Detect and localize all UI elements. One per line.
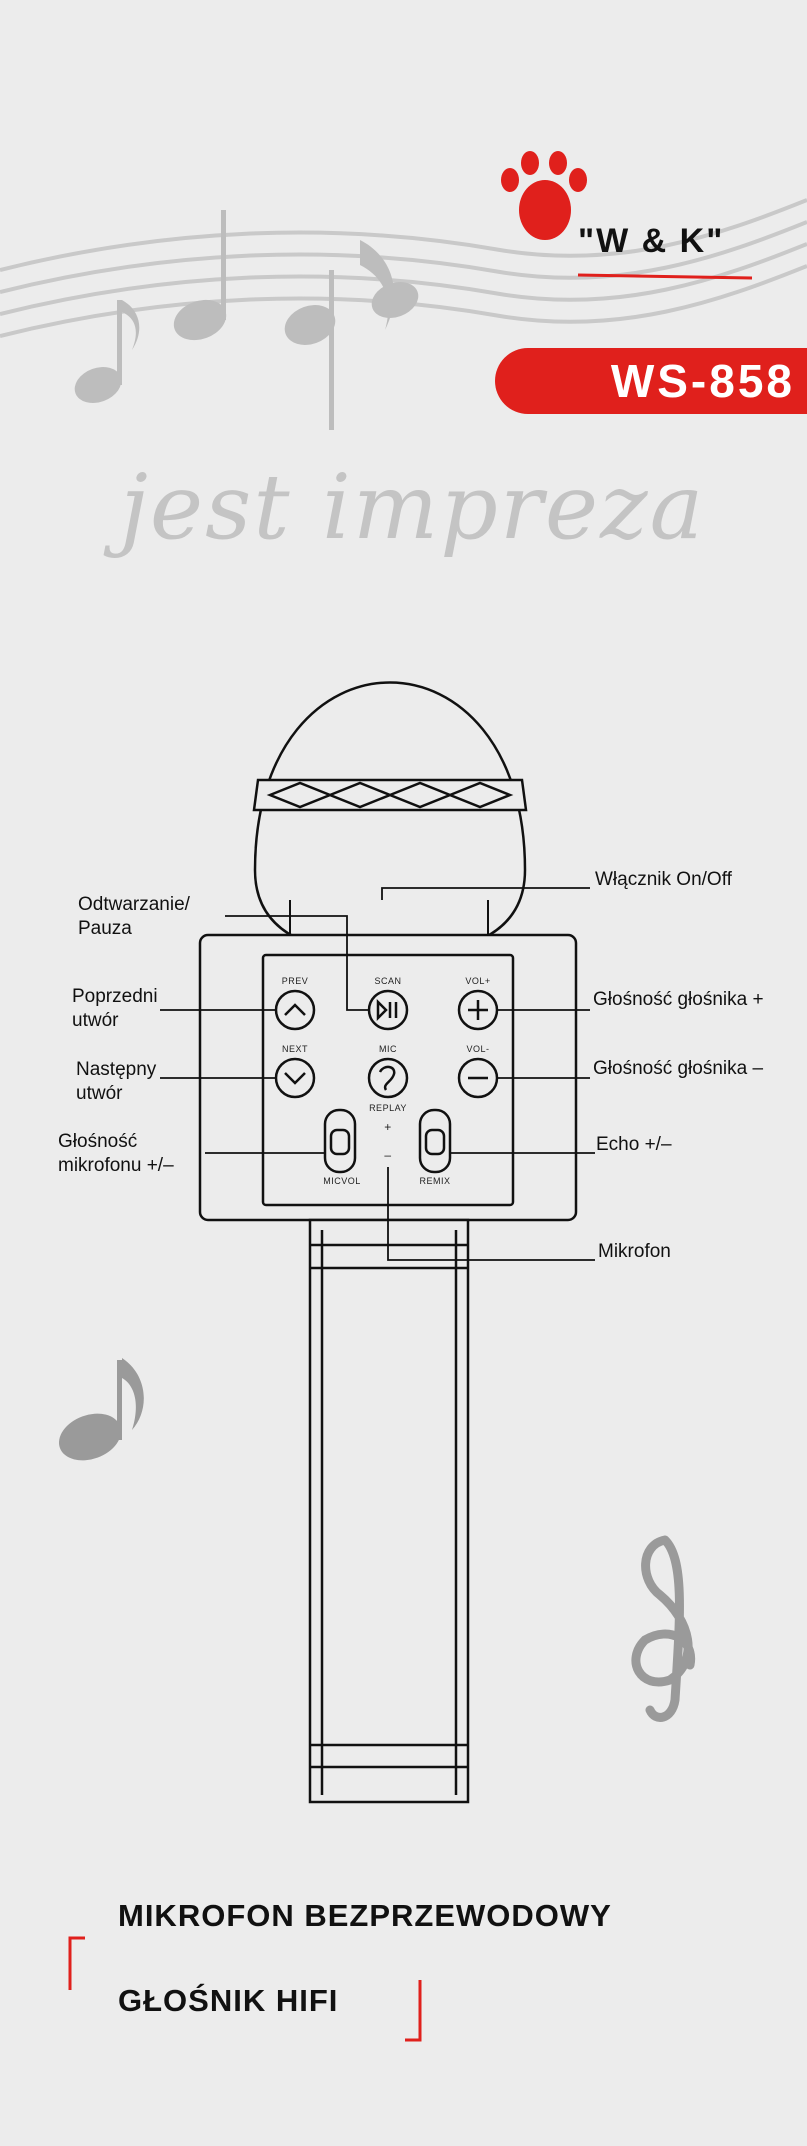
label-plus: +: [384, 1120, 392, 1134]
callout-vol-up: Głośność głośnika +: [593, 989, 764, 1010]
eighth-note-icon: [59, 1358, 144, 1461]
callout-prev-track: Poprzedni utwór: [72, 986, 158, 1031]
brand-name: "W & K": [578, 222, 725, 260]
product-title-line2: GŁOŚNIK HIFI: [118, 1983, 339, 2018]
treble-clef-icon: [631, 1535, 696, 1722]
callout-vol-down: Głośność głośnika –: [593, 1058, 764, 1079]
slider-remix[interactable]: [418, 1108, 452, 1174]
model-number: WS-858: [610, 355, 795, 407]
model-badge: WS-858: [495, 348, 807, 414]
slogan: jest impreza: [120, 455, 706, 560]
eighth-note-icon: [173, 210, 419, 430]
music-staff-icon: [0, 198, 807, 338]
callout-mic: Mikrofon: [598, 1241, 671, 1262]
callout-next-track: Następny utwór: [76, 1059, 157, 1104]
label-mic: MIC: [379, 1044, 397, 1054]
callout-lines: [160, 887, 595, 1261]
label-next: NEXT: [281, 1044, 308, 1054]
paw-logo-icon: [501, 151, 587, 240]
callout-echo: Echo +/–: [596, 1134, 672, 1155]
quarter-note-icon: [74, 300, 140, 403]
label-replay: REPLAY: [369, 1103, 407, 1113]
label-micvol: MICVOL: [323, 1176, 361, 1186]
callout-power: Włącznik On/Off: [595, 869, 732, 890]
label-remix: REMIX: [419, 1176, 451, 1186]
label-minus: –: [384, 1148, 392, 1162]
callout-mic-volume: Głośność mikrofonu +/–: [58, 1131, 174, 1176]
button-mic[interactable]: [367, 1057, 409, 1099]
label-prev: PREV: [281, 976, 309, 986]
label-scan: SCAN: [374, 976, 402, 986]
label-vol-minus: VOL-: [466, 1044, 490, 1054]
slider-micvol[interactable]: [323, 1108, 357, 1174]
callout-play-pause: Odtwarzanie/ Pauza: [78, 894, 190, 939]
label-vol-plus: VOL+: [465, 976, 491, 986]
product-title-line1: MIKROFON BEZPRZEWODOWY: [118, 1898, 612, 1933]
title-frame: [68, 1936, 422, 2042]
